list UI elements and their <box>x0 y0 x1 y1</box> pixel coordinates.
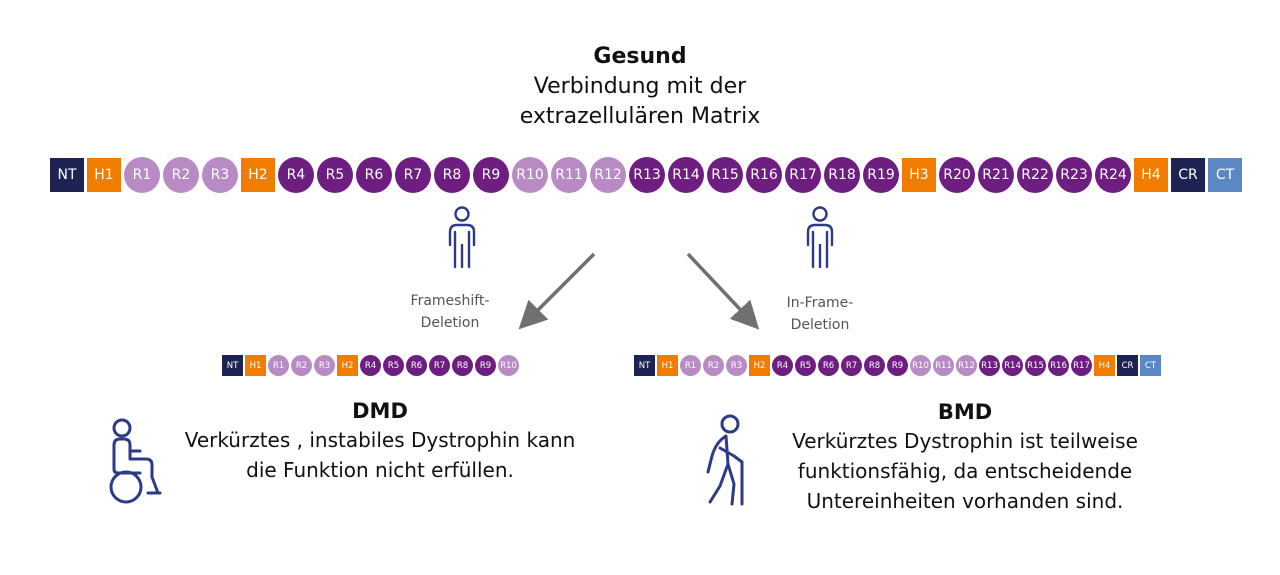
domain-r5: R5 <box>383 355 404 376</box>
domain-r7: R7 <box>429 355 450 376</box>
domain-r2: R2 <box>291 355 312 376</box>
domain-r24: R24 <box>1095 157 1131 193</box>
inframe-label-line1: In-Frame- <box>786 295 854 311</box>
domain-r6: R6 <box>818 355 839 376</box>
domain-r10: R10 <box>910 355 931 376</box>
domain-r20: R20 <box>939 157 975 193</box>
dmd-text-line1: Verkürztes , instabiles Dystrophin kann <box>184 428 576 452</box>
domain-r8: R8 <box>864 355 885 376</box>
healthy-subtitle-line2: extrazellulären Matrix <box>519 104 761 129</box>
frameshift-label-line1: Frameshift- <box>410 293 490 309</box>
bmd-title: BMD <box>937 400 993 424</box>
domain-ct: CT <box>1208 158 1242 192</box>
domain-r8: R8 <box>452 355 473 376</box>
domain-r2: R2 <box>703 355 724 376</box>
domain-h2: H2 <box>337 355 358 376</box>
domain-r7: R7 <box>841 355 862 376</box>
inframe-label: In-Frame- Deletion <box>750 292 890 336</box>
domain-h4: H4 <box>1134 158 1168 192</box>
dmd-block: DMD Verkürztes , instabiles Dystrophin k… <box>160 397 600 485</box>
domain-cr: CR <box>1171 158 1205 192</box>
dmd-title: DMD <box>352 399 408 423</box>
domain-nt: NT <box>222 355 243 376</box>
domain-r1: R1 <box>124 157 160 193</box>
domain-h1: H1 <box>245 355 266 376</box>
domain-r12: R12 <box>956 355 977 376</box>
bmd-text-line2: funktionsfähig, da entscheidende <box>797 459 1133 483</box>
domain-r16: R16 <box>1048 355 1069 376</box>
domain-r6: R6 <box>406 355 427 376</box>
inframe-arrow <box>686 252 760 330</box>
domain-cr: CR <box>1117 355 1138 376</box>
domain-h1: H1 <box>87 158 121 192</box>
domain-r17: R17 <box>785 157 821 193</box>
person-with-cane-icon <box>706 414 744 506</box>
standing-person-icon <box>448 206 476 269</box>
domain-r23: R23 <box>1056 157 1092 193</box>
domain-r3: R3 <box>726 355 747 376</box>
healthy-header: Gesund Verbindung mit der extrazelluläre… <box>440 42 840 132</box>
domain-r19: R19 <box>863 157 899 193</box>
domain-r21: R21 <box>978 157 1014 193</box>
bmd-block: BMD Verkürztes Dystrophin ist teilweise … <box>740 398 1190 516</box>
domain-r11: R11 <box>933 355 954 376</box>
domain-h3: H3 <box>902 158 936 192</box>
domain-r10: R10 <box>498 355 519 376</box>
domain-r7: R7 <box>395 157 431 193</box>
domain-r3: R3 <box>202 157 238 193</box>
domain-h2: H2 <box>749 355 770 376</box>
domain-r13: R13 <box>629 157 665 193</box>
domain-r9: R9 <box>887 355 908 376</box>
domain-r4: R4 <box>278 157 314 193</box>
domain-r10: R10 <box>512 157 548 193</box>
wheelchair-user-icon <box>109 418 162 504</box>
bmd-text-line3: Untereinheiten vorhanden sind. <box>806 489 1124 513</box>
domain-r9: R9 <box>475 355 496 376</box>
domain-r15: R15 <box>707 157 743 193</box>
bmd-text-line1: Verkürztes Dystrophin ist teilweise <box>792 429 1138 453</box>
domain-nt: NT <box>634 355 655 376</box>
inframe-label-line2: Deletion <box>790 317 850 333</box>
domain-r9: R9 <box>473 157 509 193</box>
domain-ct: CT <box>1140 355 1161 376</box>
domain-r4: R4 <box>360 355 381 376</box>
domain-r11: R11 <box>551 157 587 193</box>
domain-r5: R5 <box>795 355 816 376</box>
frameshift-label: Frameshift- Deletion <box>380 290 520 334</box>
domain-r1: R1 <box>268 355 289 376</box>
domain-r1: R1 <box>680 355 701 376</box>
domain-r12: R12 <box>590 157 626 193</box>
healthy-title: Gesund <box>593 44 687 69</box>
domain-r14: R14 <box>668 157 704 193</box>
dmd-text-line2: die Funktion nicht erfüllen. <box>246 458 514 482</box>
domain-r5: R5 <box>317 157 353 193</box>
domain-r15: R15 <box>1025 355 1046 376</box>
frameshift-label-line2: Deletion <box>420 315 480 331</box>
domain-r3: R3 <box>314 355 335 376</box>
domain-r2: R2 <box>163 157 199 193</box>
domain-r22: R22 <box>1017 157 1053 193</box>
domain-r4: R4 <box>772 355 793 376</box>
domain-r14: R14 <box>1002 355 1023 376</box>
domain-h2: H2 <box>241 158 275 192</box>
domain-h4: H4 <box>1094 355 1115 376</box>
frameshift-arrow <box>518 252 596 330</box>
domain-r13: R13 <box>979 355 1000 376</box>
healthy-subtitle-line1: Verbindung mit der <box>533 74 747 99</box>
domain-nt: NT <box>50 158 84 192</box>
domain-r6: R6 <box>356 157 392 193</box>
domain-r8: R8 <box>434 157 470 193</box>
domain-h1: H1 <box>657 355 678 376</box>
domain-r16: R16 <box>746 157 782 193</box>
domain-r17: R17 <box>1071 355 1092 376</box>
domain-r18: R18 <box>824 157 860 193</box>
standing-person-icon <box>806 206 834 269</box>
